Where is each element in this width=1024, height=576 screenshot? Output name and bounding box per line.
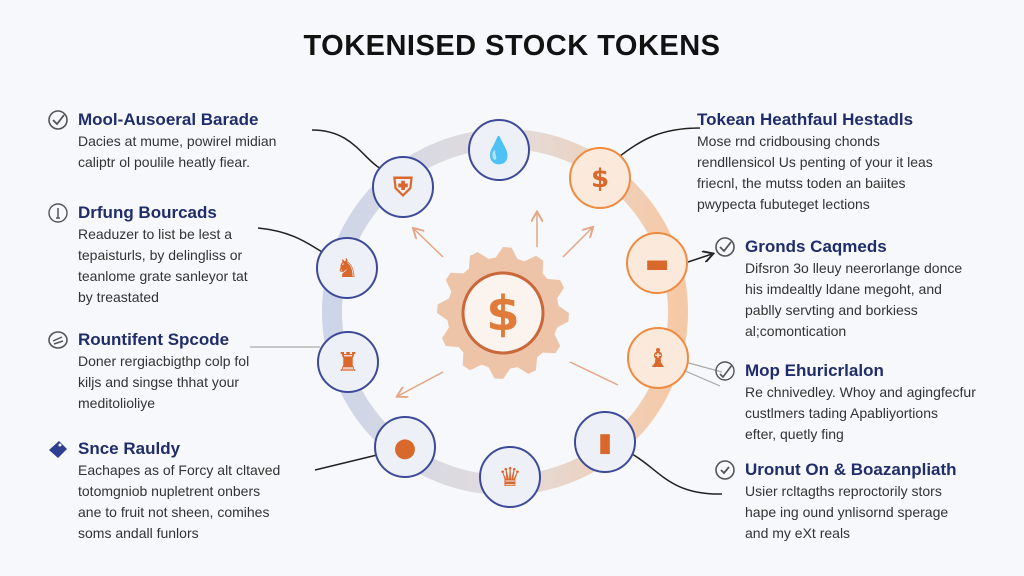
figure-icon: ♜: [336, 348, 359, 378]
vase-icon: ♛: [498, 463, 521, 493]
item-text-line: meditolioliye: [78, 395, 156, 411]
node-statue-icon: ♝: [627, 327, 689, 389]
item-text-line: efter, quetly fing: [745, 426, 844, 442]
dollar-icon: $: [591, 164, 609, 194]
factory-icon: ▮: [598, 428, 612, 458]
node-circle: [627, 327, 689, 389]
statue-icon: ♝: [646, 344, 669, 374]
pen-check-icon: [714, 360, 736, 382]
node-drop-icon: 💧: [468, 119, 530, 181]
item-text-line: custlmers tading Apabliyortions: [745, 405, 938, 421]
connector-line: [314, 454, 378, 471]
node-circle: [372, 156, 434, 218]
item-text-line: Mose rnd cridbousing chonds: [697, 133, 880, 149]
item-text-line: pwypecta fubuteget lections: [697, 196, 870, 212]
page-title: TOKENISED STOCK TOKENS: [303, 30, 721, 62]
item-text-line: by treastated: [78, 289, 159, 305]
item-text-line: ane to fruit not sheen, comihes: [78, 504, 270, 520]
node-trader-icon: ♞: [316, 237, 378, 299]
item-heading: Uronut On & Boazanpliath: [745, 460, 957, 479]
item-text-line: totomgniob nupletrent onbers: [78, 483, 261, 499]
node-shield-icon: ⛨: [372, 156, 434, 218]
item-text-line: Readuzer to list be lest a: [78, 226, 233, 242]
node-figure-icon: ♜: [317, 331, 379, 393]
center-arrows: [398, 213, 619, 396]
item-text-line: pablly servting and borkiess: [745, 302, 918, 318]
item-text-line: kiljs and singse thhat your: [78, 374, 240, 390]
dollar-symbol: $: [486, 286, 519, 342]
node-circle: [626, 232, 688, 294]
item-heading: Snce Rauldy: [78, 439, 181, 458]
gear-inner-circle: [461, 271, 545, 355]
item-heading: Gronds Caqmeds: [745, 237, 887, 256]
connector-line: [257, 227, 331, 257]
connector-line: [631, 453, 723, 495]
bulb-icon: ●: [394, 433, 417, 463]
item-text-line: Re chnivedley. Whoy and agingfecfur: [745, 384, 976, 400]
node-circle: [374, 416, 436, 478]
item-text-line: caliptr ol poulile heatly fiear.: [78, 154, 250, 170]
item-text-line: Doner rergiacbigthp colp fol: [78, 353, 250, 369]
item-text-line: Difsron 3o lleuy neerorlange donce: [745, 260, 963, 276]
item-text-line: and my eXt reals: [745, 525, 851, 541]
item-text-line: hape ing ound ynlisornd sperage: [745, 504, 949, 520]
right-item-3: Mop Ehuricrlalon Re chnivedley. Whoy and …: [715, 360, 976, 445]
item-text-line: soms andall funlors: [78, 525, 199, 541]
trader-icon: ♞: [335, 254, 358, 284]
item-text-line: al;comontication: [745, 323, 847, 339]
item-text-line: Usier rcltagths reproctorily stors: [745, 483, 942, 499]
check-circle-icon: [714, 459, 736, 481]
drop-icon: 💧: [483, 135, 515, 166]
item-text-line: teanlome grate sanleyor tat: [78, 268, 248, 284]
node-circle: [569, 147, 631, 209]
node-vault-icon: ▬: [626, 232, 688, 294]
node-circle: [317, 331, 379, 393]
shield-icon: ⛨: [392, 173, 413, 203]
connector-line: [687, 254, 712, 263]
check-badge-icon: [714, 236, 736, 258]
node-circle: [574, 411, 636, 473]
item-heading: Tokean Heathfaul Hestadls: [697, 110, 914, 129]
check-badge-icon: [47, 109, 69, 131]
connector-line: [311, 129, 393, 173]
item-text-line: Eachapes as of Forcy alt cltaved: [78, 462, 281, 478]
item-text-line: Dacies at mume, powirel midian: [78, 133, 277, 149]
node-factory-icon: ▮: [574, 411, 636, 473]
connector-line: [614, 127, 701, 161]
node-circle: [479, 446, 541, 508]
gear-dollar-icon: $: [437, 247, 569, 379]
item-text-line: his imdealtly ldane megoht, and: [745, 281, 942, 297]
node-vase-icon: ♛: [479, 446, 541, 508]
item-heading: Rountifent Spcode: [78, 330, 230, 349]
tag-icon: [47, 438, 69, 460]
vault-icon: ▬: [645, 249, 670, 279]
info-icon: [47, 202, 69, 224]
chat-check-icon: [47, 329, 69, 351]
node-circle: [468, 119, 530, 181]
item-text-line: tepaisturls, by delingliss or: [78, 247, 243, 263]
node-dollar-icon: $: [569, 147, 631, 209]
item-heading: Drfung Bourcads: [78, 203, 217, 222]
node-bulb-icon: ●: [374, 416, 436, 478]
item-heading: Mool-Ausoeral Barade: [78, 110, 259, 129]
item-text-line: rendllensicol Us penting of your it leas: [697, 154, 933, 170]
item-heading: Mop Ehuricrlalon: [745, 361, 884, 380]
item-text-line: friecnl, the mutss toden an baiites: [697, 175, 906, 191]
node-circle: [316, 237, 378, 299]
